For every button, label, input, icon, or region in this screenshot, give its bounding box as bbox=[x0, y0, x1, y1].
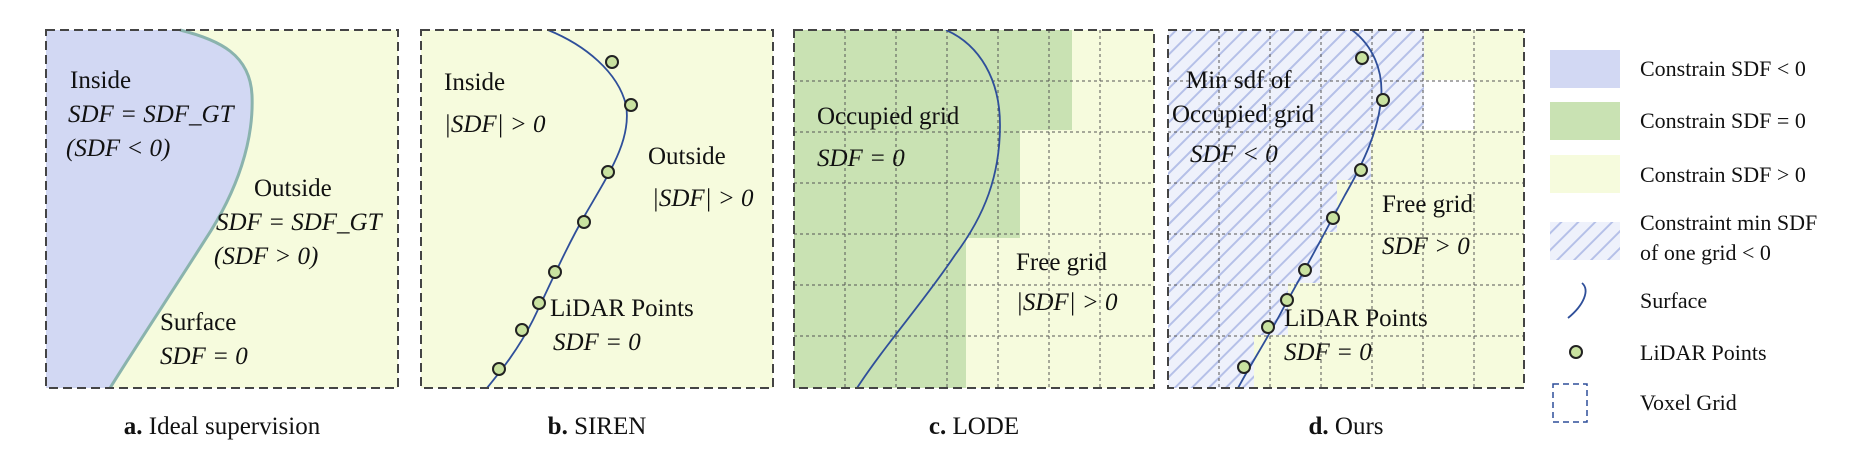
legend-swatch-gt0 bbox=[1550, 155, 1620, 193]
panel-d-eq0-label: SDF = 0 bbox=[1284, 339, 1372, 366]
panel-c-occupied-block-right bbox=[966, 30, 1020, 238]
panel-b-lidar-point bbox=[601, 165, 615, 179]
panel-d-white-cell bbox=[1424, 80, 1474, 130]
panel-d-lidar-point bbox=[1326, 211, 1340, 225]
panel-b-lidar-point bbox=[577, 215, 591, 229]
panel-d-lt0-label: SDF < 0 bbox=[1190, 141, 1278, 168]
panel-b-border bbox=[420, 29, 774, 389]
legend: Constrain SDF < 0 Constrain SDF = 0 Cons… bbox=[1550, 50, 1817, 423]
panel-d-free-label: Free grid bbox=[1382, 191, 1473, 218]
panel-b-lidar-point bbox=[605, 55, 619, 69]
legend-eq0-label: Constrain SDF = 0 bbox=[1640, 108, 1806, 133]
panel-d-lidar-point bbox=[1376, 93, 1390, 107]
panel-c-eq0-label: SDF = 0 bbox=[817, 145, 905, 172]
panel-c-surface-curve bbox=[856, 30, 1001, 388]
panel-d-lidar-point bbox=[1354, 163, 1368, 177]
legend-surface-icon bbox=[1567, 282, 1587, 319]
panel-b-inside-label: Inside bbox=[444, 69, 505, 96]
panel-a-surface-label: Surface bbox=[160, 309, 236, 336]
panel-a-gt0-label: (SDF > 0) bbox=[214, 243, 318, 270]
panel-b-lidar-points bbox=[492, 55, 638, 376]
panel-b-lidar-label: LiDAR Points bbox=[550, 295, 694, 322]
panel-d-lidar-point bbox=[1298, 263, 1312, 277]
panel-c-occupied-cells bbox=[794, 30, 1072, 388]
panel-d-min-label: Min sdf of bbox=[1186, 67, 1292, 94]
legend-voxel-label: Voxel Grid bbox=[1640, 390, 1737, 415]
panel-d-lidar-point bbox=[1280, 293, 1294, 307]
panel-c-caption: c. LODE bbox=[929, 413, 1019, 440]
panel-d-min-sdf-cells bbox=[1168, 30, 1424, 388]
panel-c-occupied-label: Occupied grid bbox=[817, 103, 960, 130]
panel-b-siren: Inside |SDF| > 0 Outside |SDF| > 0 LiDAR… bbox=[420, 29, 774, 440]
panel-d-voxel-grid bbox=[1168, 30, 1524, 388]
panel-a-eq0-label: SDF = 0 bbox=[160, 343, 248, 370]
panel-a-sdf-gt2-label: SDF = SDF_GT bbox=[216, 209, 384, 236]
panel-c-voxel-grid bbox=[794, 30, 1154, 388]
panel-d-hatched-region bbox=[1168, 30, 1424, 388]
panel-b-lidar-point bbox=[624, 98, 638, 112]
panel-b-surface-curve bbox=[486, 29, 628, 389]
legend-min2-label: of one grid < 0 bbox=[1640, 240, 1771, 265]
legend-voxel-icon bbox=[1552, 383, 1588, 423]
legend-surface-label: Surface bbox=[1640, 288, 1707, 313]
panel-a-outside-label: Outside bbox=[254, 175, 332, 202]
legend-swatch-lt0 bbox=[1550, 50, 1620, 88]
panel-c-free-label: Free grid bbox=[1016, 249, 1107, 276]
panel-d-occupied-label: Occupied grid bbox=[1172, 101, 1315, 128]
panel-b-lidar-point bbox=[492, 362, 506, 376]
panel-d-ours: Min sdf of Occupied grid SDF < 0 Free gr… bbox=[1167, 29, 1525, 440]
panel-a-inside-label: Inside bbox=[70, 67, 131, 94]
panel-d-lidar-label: LiDAR Points bbox=[1284, 305, 1428, 332]
panel-a-lt0-label: (SDF < 0) bbox=[66, 135, 170, 162]
panel-d-gt0-label: SDF > 0 bbox=[1382, 233, 1470, 260]
panel-d-caption: d. Ours bbox=[1308, 413, 1383, 440]
panel-b-caption: b. SIREN bbox=[548, 413, 647, 440]
panel-d-lidar-point bbox=[1261, 320, 1275, 334]
legend-lidar-label: LiDAR Points bbox=[1640, 340, 1767, 365]
panel-c-occupied-block-top bbox=[1020, 30, 1072, 130]
panel-d-lidar-point bbox=[1355, 51, 1369, 65]
panel-b-lidar-point bbox=[548, 265, 562, 279]
panel-a-inside-region bbox=[46, 30, 253, 388]
legend-gt0-label: Constrain SDF > 0 bbox=[1640, 162, 1806, 187]
legend-min1-label: Constraint min SDF bbox=[1640, 210, 1817, 235]
panel-d-border bbox=[1167, 29, 1525, 389]
panel-a-border bbox=[45, 29, 399, 389]
panel-a-ideal-supervision: Inside SDF = SDF_GT (SDF < 0) Outside SD… bbox=[45, 28, 399, 440]
panel-b-abs2-label: |SDF| > 0 bbox=[652, 185, 754, 212]
panel-c-occupied-block-mid bbox=[879, 30, 966, 360]
legend-swatch-eq0 bbox=[1550, 102, 1620, 140]
legend-swatch-min bbox=[1550, 222, 1620, 260]
panel-b-lidar-point bbox=[515, 323, 529, 337]
panel-c-lode: Occupied grid SDF = 0 Free grid |SDF| > … bbox=[793, 29, 1155, 440]
panel-b-background bbox=[421, 30, 773, 388]
panel-d-lidar-point bbox=[1237, 360, 1251, 374]
panel-d-lidar-points bbox=[1237, 51, 1390, 374]
panel-c-border bbox=[793, 29, 1155, 389]
panel-b-lidar-point bbox=[532, 296, 546, 310]
panel-c-abs-label: |SDF| > 0 bbox=[1016, 289, 1118, 316]
panel-b-outside-label: Outside bbox=[648, 143, 726, 170]
legend-lidar-icon bbox=[1569, 345, 1583, 359]
panel-b-eq0-label: SDF = 0 bbox=[553, 329, 641, 356]
panel-b-abs1-label: |SDF| > 0 bbox=[444, 111, 546, 138]
panel-a-caption: a. Ideal supervision bbox=[124, 413, 321, 440]
legend-lt0-label: Constrain SDF < 0 bbox=[1640, 56, 1806, 81]
panel-a-sdf-gt-label: SDF = SDF_GT bbox=[68, 101, 236, 128]
panel-a-surface-curve bbox=[108, 28, 254, 389]
